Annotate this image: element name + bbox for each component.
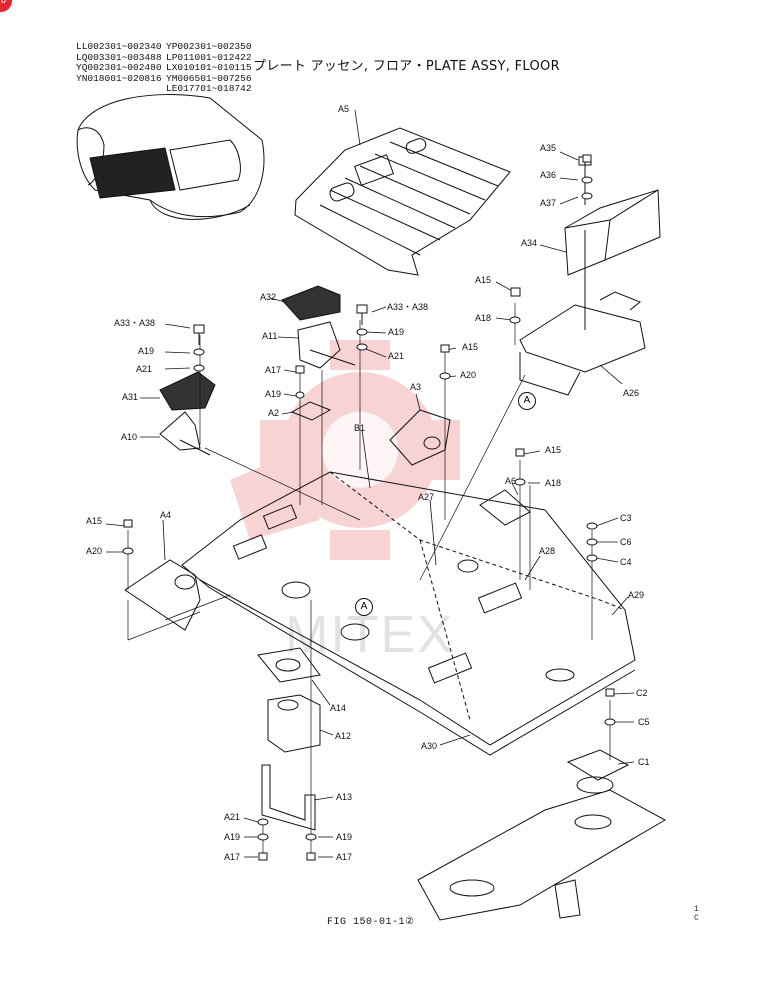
label-A37: A37 <box>540 198 557 208</box>
part-A13-bracket <box>261 764 316 831</box>
label-A19-mid2: A19 <box>265 389 282 399</box>
label-A33-A38-left: A33・A38 <box>114 318 156 328</box>
label-A19-left: A19 <box>138 346 155 356</box>
fasteners <box>122 154 616 861</box>
part-A2-plate <box>290 401 332 421</box>
serial-range-left: LL002301~002340 LQ003301~003488 YQ002301… <box>76 41 162 84</box>
label-A17-mid: A17 <box>265 365 282 375</box>
label-A13: A13 <box>336 792 353 802</box>
explode-lines <box>127 303 611 860</box>
label-A26: A26 <box>623 388 640 398</box>
label-C2: C2 <box>636 688 648 698</box>
label-C4: C4 <box>620 557 632 567</box>
label-A35: A35 <box>540 143 557 153</box>
label-A19-mid: A19 <box>388 327 405 337</box>
label-A5: A5 <box>338 104 350 114</box>
label-A21-bottom: A21 <box>224 812 241 822</box>
label-A27: A27 <box>418 492 435 502</box>
label-A31: A31 <box>122 392 139 402</box>
part-A3-block <box>389 409 451 466</box>
label-A18-right: A18 <box>545 478 562 488</box>
label-A15-top: A15 <box>475 275 492 285</box>
label-C3: C3 <box>620 513 632 523</box>
part-A26-bracket <box>519 230 646 396</box>
serial-range-right: YP002301~002350 LP011001~012422 LX010101… <box>166 41 252 95</box>
label-A2: A2 <box>268 408 280 418</box>
part-A11-pedal <box>297 321 356 369</box>
label-A3: A3 <box>410 382 422 392</box>
part-A12-block <box>267 694 321 753</box>
label-A33-A38-mid: A33・A38 <box>387 302 429 312</box>
label-A19-bottom-right: A19 <box>336 832 353 842</box>
part-C1-mount <box>566 749 630 794</box>
label-A10: A10 <box>121 432 138 442</box>
leader-lines <box>105 109 635 858</box>
part-A6-plate <box>479 489 531 526</box>
part-A14-plate <box>257 647 321 683</box>
label-A21-left: A21 <box>136 364 153 374</box>
part-A34-bracket <box>564 156 661 276</box>
label-A20-left: A20 <box>86 546 103 556</box>
part-A31-pedal-pad <box>159 371 216 411</box>
label-A36: A36 <box>540 170 557 180</box>
part-A32-pedal-pad <box>281 285 341 321</box>
machine-inset-sketch <box>76 94 265 220</box>
label-C5: C5 <box>638 717 650 727</box>
label-A15-left: A15 <box>86 516 103 526</box>
label-A28: A28 <box>539 546 556 556</box>
label-A4: A4 <box>160 510 172 520</box>
edge-marks: 1 C <box>694 905 699 923</box>
label-A32: A32 <box>260 292 277 302</box>
label-A30: A30 <box>421 741 438 751</box>
upper-frame-base <box>417 789 667 921</box>
label-A15-right: A15 <box>545 445 562 455</box>
label-A21-mid: A21 <box>388 351 405 361</box>
part-A5-cover <box>294 127 511 276</box>
reference-marker-a-plate: A <box>355 598 373 616</box>
label-A34: A34 <box>521 238 538 248</box>
part-A4-housing <box>124 559 201 631</box>
label-A6: A6 <box>505 476 517 486</box>
label-A11: A11 <box>262 331 278 341</box>
label-C6: C6 <box>620 537 632 547</box>
label-A19-bottom: A19 <box>224 832 241 842</box>
label-A17-bottom: A17 <box>224 852 241 862</box>
part-B1-floor-plate <box>181 471 636 756</box>
diagram-title: プレート アッセン, フロア・PLATE ASSY, FLOOR <box>253 59 560 74</box>
part-A10-pedal <box>159 411 211 456</box>
figure-number: FIG 150-01-1② <box>327 917 415 928</box>
label-A20-center: A20 <box>460 370 477 380</box>
label-C1: C1 <box>638 757 650 767</box>
label-A15-center: A15 <box>462 342 479 352</box>
label-A14: A14 <box>330 703 347 713</box>
label-A12: A12 <box>335 731 352 741</box>
label-A29: A29 <box>628 590 645 600</box>
label-A17-bottom-right: A17 <box>336 852 353 862</box>
label-A18-top: A18 <box>475 313 492 323</box>
label-B1: B1 <box>354 423 366 433</box>
reference-marker-a-top: A <box>518 392 536 410</box>
